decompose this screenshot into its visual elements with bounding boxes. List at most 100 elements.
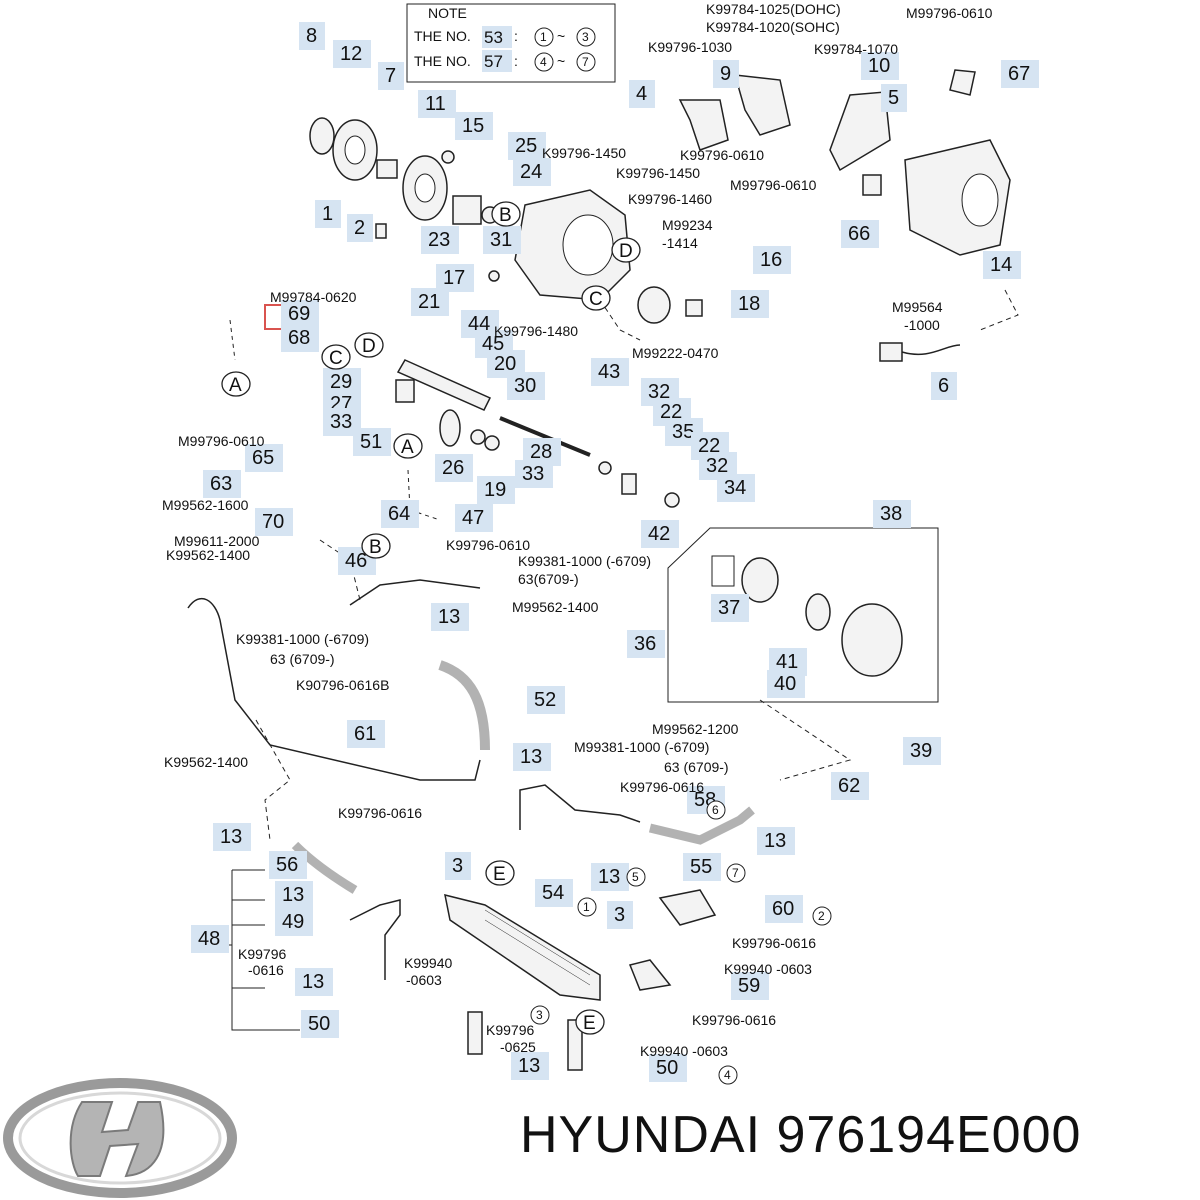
- part-number-label: 19: [477, 476, 515, 504]
- part-code-label: K99562-1400: [166, 547, 250, 563]
- part-number-label: 70: [255, 508, 293, 536]
- circled-number: 6: [706, 800, 726, 820]
- part-number-text: 70: [262, 511, 284, 533]
- part-number-text: 20: [494, 353, 516, 375]
- part-number-text: 68: [288, 327, 310, 349]
- part-code-label: M99222-0470: [632, 345, 719, 361]
- part-number-text: 13: [302, 971, 324, 993]
- part-code-label: K99940: [404, 955, 452, 971]
- part-code-label: K99796-1450: [542, 145, 626, 161]
- bracket-part-67: [949, 69, 976, 96]
- pipe-part-46: [349, 579, 481, 606]
- part-number-label: 33: [515, 460, 553, 488]
- letter-callout: B: [491, 201, 521, 227]
- letter-callout-text: C: [329, 348, 343, 369]
- part-number-text: 13: [764, 830, 786, 852]
- part-number-label: 55: [683, 853, 721, 881]
- letter-callout: E: [575, 1009, 605, 1035]
- bolt-part-25: [441, 150, 455, 164]
- part-number-label: 64: [381, 500, 419, 528]
- part-number-text: 48: [198, 928, 220, 950]
- part-number-label: 3: [607, 901, 633, 929]
- part-35: [621, 473, 637, 495]
- part-code-label: M99234: [662, 217, 713, 233]
- part-number-text: 2: [354, 217, 365, 239]
- part-number-text: 50: [656, 1057, 678, 1079]
- part-number-label: 8: [299, 22, 325, 50]
- part-code-label: M99562-1200: [652, 721, 739, 737]
- part-number-label: 31: [483, 226, 521, 254]
- part-number-text: 41: [776, 651, 798, 673]
- part-code-label: K99796-1460: [628, 191, 712, 207]
- circled-number-text: 3: [536, 1008, 543, 1022]
- part-number-label: 49: [275, 908, 313, 936]
- part-code-label: M99796-0610: [906, 5, 993, 21]
- part-code-label: -0625: [500, 1039, 536, 1055]
- part-number-text: 14: [990, 254, 1012, 276]
- part-number-label: 69: [281, 300, 319, 328]
- part-number-text: 32: [706, 455, 728, 477]
- part-number-text: 33: [522, 463, 544, 485]
- part-number-text: 15: [462, 115, 484, 137]
- part-code-label: K99796-0610: [680, 147, 764, 163]
- part-code-label: K99784-1025(DOHC): [706, 1, 841, 17]
- circled-number: 7: [726, 863, 746, 883]
- part-code-label: K99796-0616: [692, 1012, 776, 1028]
- letter-callout-text: B: [369, 537, 382, 558]
- sensor-part-6: [879, 342, 903, 362]
- part-number-text: 16: [760, 249, 782, 271]
- hose-part-50-left: [467, 1011, 483, 1055]
- letter-callout: D: [354, 332, 384, 358]
- hose-part-55: [648, 806, 755, 845]
- housing-part-38: [841, 603, 903, 677]
- part-number-label: 33: [323, 408, 361, 436]
- part-number-text: 62: [838, 775, 860, 797]
- part-34: [664, 492, 680, 508]
- part-code-label: K99381-1000 (-6709): [518, 553, 651, 569]
- part-number-label: 48: [191, 925, 229, 953]
- circled-number-text: 4: [724, 1068, 731, 1082]
- part-number-text: 28: [530, 441, 552, 463]
- part-code-label: -1000: [904, 317, 940, 333]
- svg-text::: :: [514, 53, 518, 69]
- note-line1-end: 3: [582, 30, 589, 44]
- circled-number: 1: [577, 897, 597, 917]
- part-number-label: 56: [269, 851, 307, 879]
- part-number-label: 5: [881, 84, 907, 112]
- letter-callout: D: [611, 237, 641, 263]
- part-number-text: 42: [648, 523, 670, 545]
- part-code-label: M99381-1000 (-6709): [574, 739, 709, 755]
- part-number-label: 7: [378, 62, 404, 90]
- part-number-label: 52: [527, 686, 565, 714]
- circled-number: 3: [530, 1005, 550, 1025]
- circled-number: 5: [626, 867, 646, 887]
- part-27: [395, 379, 415, 403]
- part-number-text: 35: [672, 421, 694, 443]
- part-number-text: 44: [468, 313, 490, 335]
- part-number-label: 18: [731, 290, 769, 318]
- part-number-label: 62: [831, 772, 869, 800]
- part-number-text: 13: [438, 606, 460, 628]
- pump-part-23: [452, 195, 482, 225]
- part-number-label: 21: [411, 288, 449, 316]
- note-line1-num: 53: [484, 28, 503, 47]
- part-number-text: 19: [484, 479, 506, 501]
- part-number-text: 11: [425, 93, 446, 115]
- part-code-labels: K99784-1025(DOHC)K99784-1020(SOHC)M99796…: [162, 1, 993, 1059]
- part-number-text: 51: [360, 431, 382, 453]
- part-number-label: 13: [213, 823, 251, 851]
- part-code-label: M99796-0610: [730, 177, 817, 193]
- part-code-label: K99796: [238, 946, 286, 962]
- part-number-label: 54: [535, 879, 573, 907]
- brand-caption: HYUNDAI 976194E000: [520, 1106, 1082, 1164]
- part-code-label: K99796-1450: [616, 165, 700, 181]
- hyundai-logo-icon: [3, 1078, 237, 1198]
- part-number-label: 34: [717, 474, 755, 502]
- part-number-text: 49: [282, 911, 304, 933]
- part-number-text: 65: [252, 447, 274, 469]
- part-code-label: K99796: [486, 1022, 534, 1038]
- part-code-label: K99940 -0603: [724, 961, 812, 977]
- part-number-text: 40: [774, 673, 796, 695]
- part-code-label: K99796-1030: [648, 39, 732, 55]
